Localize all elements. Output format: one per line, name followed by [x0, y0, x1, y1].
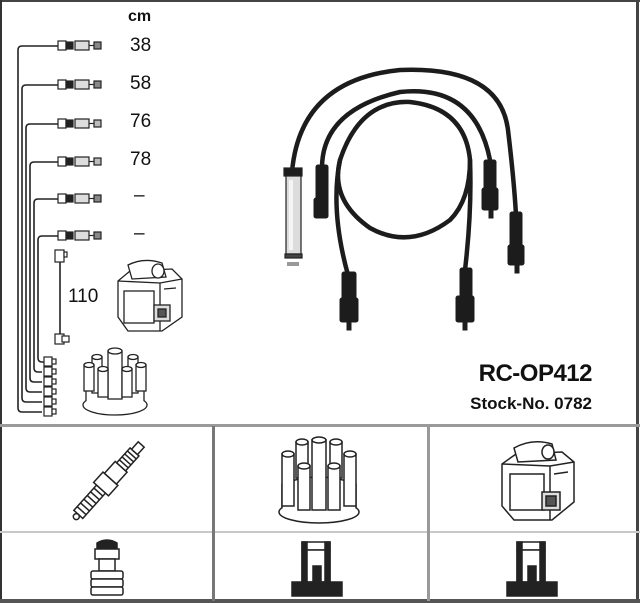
- coil-cable-length: 110: [68, 286, 99, 307]
- cable-length-1: 38: [130, 35, 152, 56]
- grid-divider-col2: [427, 426, 430, 601]
- grid-divider-middle: [0, 531, 640, 533]
- cable-length-5: –: [134, 185, 145, 206]
- spark-plug-terminal-icon: [90, 539, 124, 596]
- grid-divider-col1: [212, 426, 215, 601]
- frame-border-left: [0, 0, 2, 603]
- cable-length-4: 78: [130, 149, 152, 170]
- coil-terminal-icon: [506, 541, 558, 597]
- grid-divider-top: [0, 424, 640, 427]
- cable-length-2: 58: [130, 73, 152, 94]
- cable-connectors: [43, 40, 102, 417]
- cable-length-3: 76: [130, 111, 152, 132]
- frame-border-bottom: [0, 599, 640, 603]
- metal-coil-boot: [283, 167, 303, 266]
- ignition-coil-icon: [501, 441, 575, 521]
- distributor-cap-icon: [278, 436, 360, 524]
- distributor-cap-icon: [82, 347, 148, 416]
- spark-plug-icon: [72, 440, 146, 521]
- ignition-cable-set-image: [283, 67, 525, 331]
- wiring-schematic: [17, 40, 102, 417]
- frame-border-top: [0, 0, 640, 2]
- unit-label: cm: [128, 8, 152, 25]
- product-model: RC-OP412: [478, 360, 593, 387]
- frame-border-right: [636, 0, 639, 603]
- distributor-terminal-icon: [291, 541, 343, 597]
- ignition-coil-icon: [117, 259, 183, 332]
- cable-length-6: –: [134, 223, 145, 244]
- stock-number: Stock-No. 0782: [470, 394, 592, 413]
